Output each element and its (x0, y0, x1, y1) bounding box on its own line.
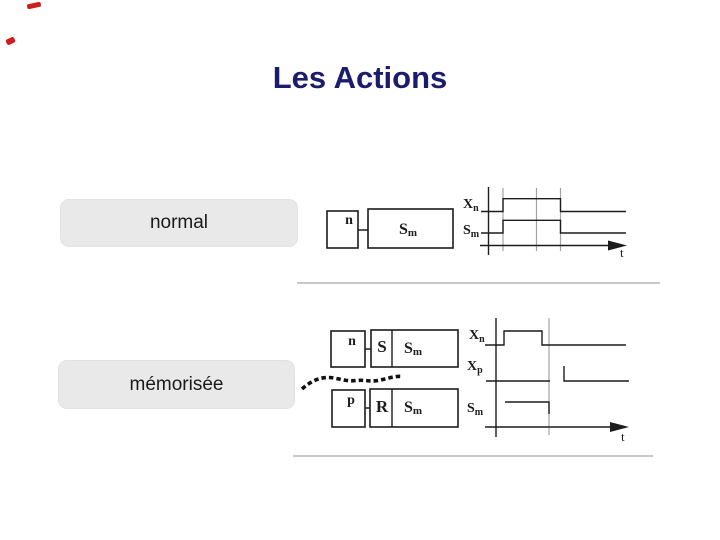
set-operator-label: S (377, 337, 386, 356)
sm-waveform (481, 219, 626, 234)
memorized-label-text: mémorisée (129, 373, 224, 395)
xn-waveform (481, 197, 626, 213)
svg-text:Sm: Sm (404, 399, 422, 417)
reset-operator-label: R (376, 397, 389, 416)
time-axis-arrow-icon (608, 240, 627, 251)
reset-step-label: p (347, 393, 355, 408)
pen-mark-icon (26, 1, 42, 10)
set-action-box: S Sm (370, 329, 459, 368)
set-step-box: n (330, 330, 366, 368)
time-axis: t (485, 422, 629, 444)
time-label: t (621, 429, 625, 444)
sm-waveform (505, 401, 550, 414)
signal-label-xp: Xp (467, 359, 483, 376)
action-box: Sm (367, 208, 454, 249)
normal-action-diagram: n Sm Xn Sm t (326, 187, 627, 260)
action-label-subscript: m (408, 227, 417, 239)
xn-waveform (485, 330, 626, 346)
reset-action-label: S (404, 399, 413, 416)
normal-label-pill: normal (60, 199, 298, 247)
timing-gridlines (502, 188, 562, 251)
row-separator (293, 455, 653, 457)
time-label: t (620, 245, 624, 260)
set-action-label-subscript: m (413, 346, 422, 358)
time-axis: t (480, 240, 627, 260)
omitted-steps-squiggle (300, 374, 404, 391)
slide-title: Les Actions (272, 60, 448, 95)
signal-label-sm: Sm (467, 401, 484, 418)
signal-label-xn: Xn (469, 328, 485, 345)
step-box: n (326, 210, 359, 249)
signal-label-sm: Sm (463, 223, 480, 240)
xp-waveform (486, 366, 629, 382)
set-action-label: S (404, 340, 413, 357)
signal-label-xn: Xn (463, 197, 479, 214)
step-label: n (345, 213, 353, 228)
action-label: S (399, 221, 408, 238)
pen-mark-icon (5, 36, 16, 46)
memorized-label-pill: mémorisée (58, 360, 295, 409)
reset-action-label-subscript: m (413, 405, 422, 417)
reset-step-box: p (331, 389, 366, 428)
time-axis-arrow-icon (610, 422, 629, 432)
svg-text:Sm: Sm (404, 340, 422, 358)
reset-action-box: R Sm (369, 388, 459, 428)
set-step-label: n (348, 334, 356, 349)
svg-text:Sm: Sm (399, 221, 417, 239)
memorized-action-diagram: n S Sm p R Sm (300, 318, 629, 444)
normal-label-text: normal (149, 212, 209, 233)
row-separator (297, 282, 660, 284)
